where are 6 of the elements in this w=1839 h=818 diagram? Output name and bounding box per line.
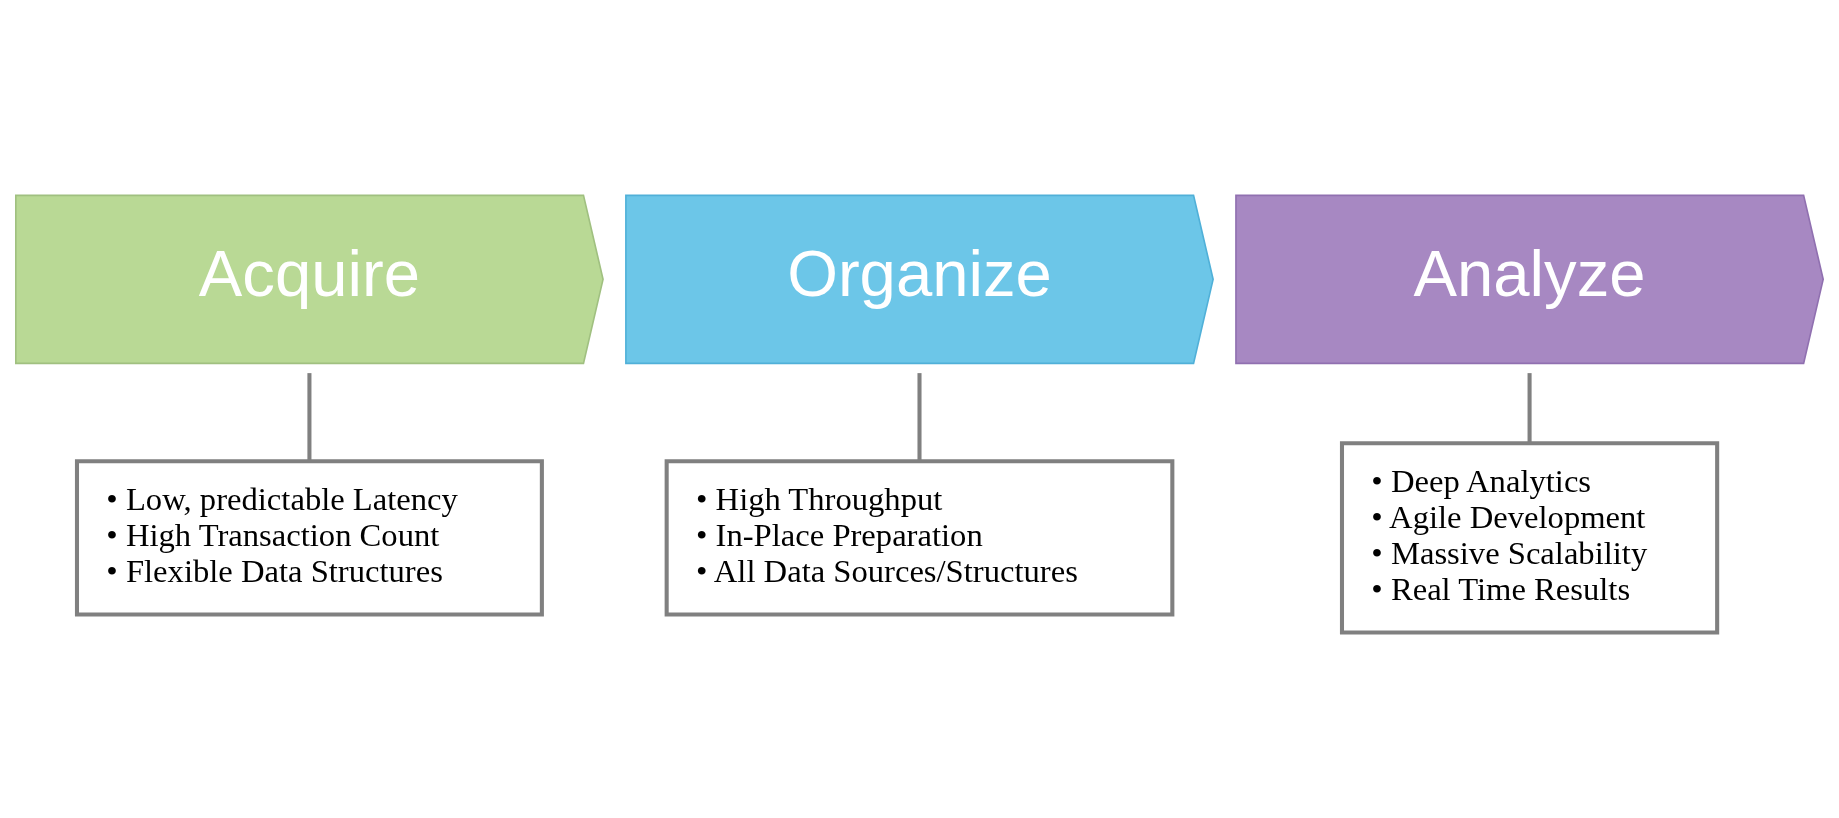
- connector: [307, 373, 312, 461]
- node-box: • Low, predictable Latency • High Transaction Count • Flexible Data Structures: [74, 459, 544, 617]
- node-box: • High Throughput • In-Place Preparation • All Data Sources/Structures: [664, 459, 1175, 617]
- node-box: • Deep Analytics • Agile Development • Massive Scalability • Real Time Results: [1339, 441, 1720, 635]
- connector: [1527, 373, 1532, 443]
- connector: [917, 373, 922, 461]
